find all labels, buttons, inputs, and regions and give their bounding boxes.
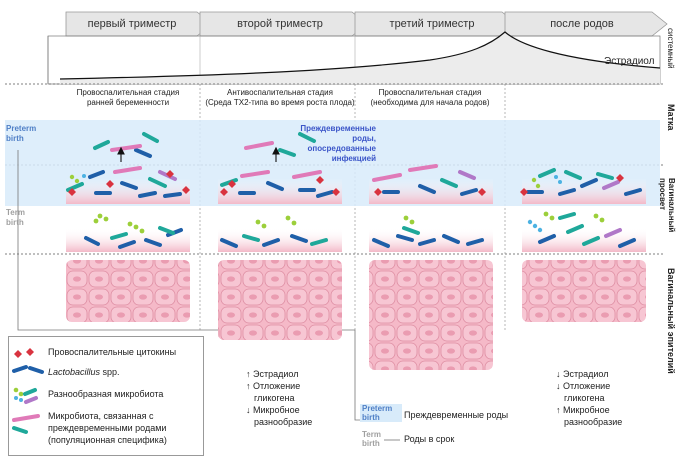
term-outcome-text: Роды в срок — [404, 434, 455, 444]
effects-postpartum: ↓ Эстрадиол ↓ Отложение гликогена ↑ Микр… — [556, 369, 623, 427]
phase-first-trimester: первый триместр — [87, 18, 177, 30]
phase-postpartum: после родов — [550, 18, 614, 30]
legend-icons — [12, 348, 44, 434]
estradiol-label: Эстрадиол — [604, 56, 655, 67]
systemic-label: системный — [666, 28, 675, 69]
timeline-arrows — [65, 11, 668, 37]
legend-cytokine-icon — [14, 350, 22, 358]
legend-cytokines: Провоспалительные цитокины — [48, 347, 177, 357]
preterm-outcome-tag-bg — [360, 404, 402, 422]
phase-second-trimester: второй триместр — [237, 18, 323, 30]
legend-lactobacillus: Lactobacillus spp. — [48, 367, 120, 377]
stage-labor-proinflammatory: Провоспалительная стадия(необходима для … — [370, 88, 490, 107]
legend-box — [8, 336, 204, 456]
effects-pregnancy: ↑ Эстрадиол ↑ Отложение гликогена ↓ Микр… — [246, 369, 313, 427]
row-label-lumen: Вагинальный просвет — [658, 178, 676, 233]
legend-diverse: Разнообразная микробиота — [48, 389, 164, 399]
phase-third-trimester: третий триместр — [389, 18, 475, 30]
preterm-outcome-text: Преждевременные роды — [404, 410, 509, 420]
row-label-epithelium: Вагинальный эпителий — [666, 268, 676, 374]
row-label-uterus: Матка — [666, 104, 676, 131]
stage-anti-inflammatory: Антивоспалительная стадия(Среда TХ2-типа… — [205, 88, 355, 107]
